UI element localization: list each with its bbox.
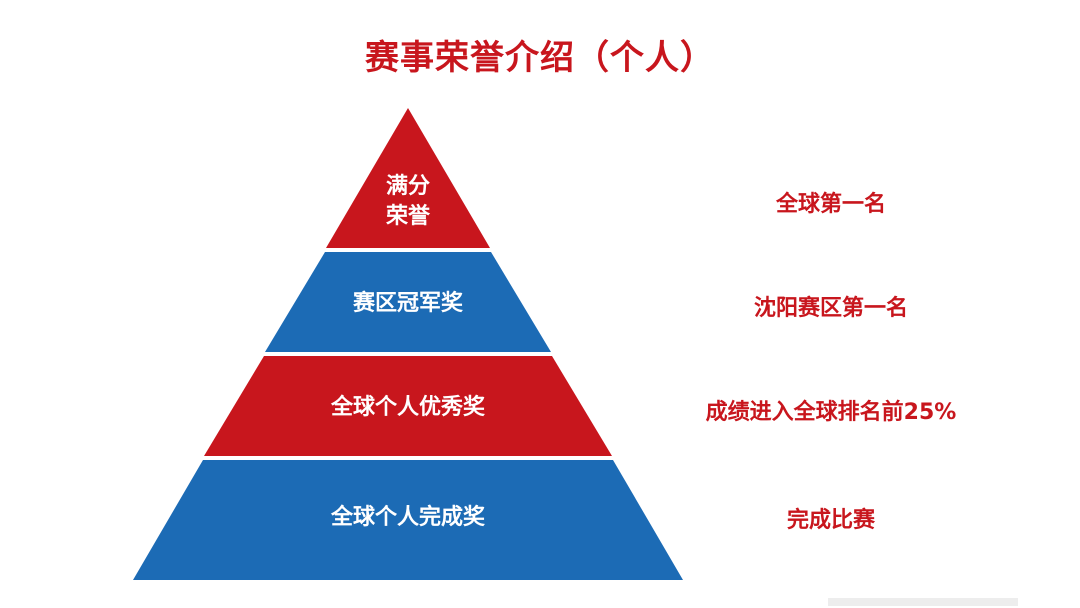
tier-3-description: 成绩进入全球排名前25% — [705, 400, 957, 425]
tier-1-label-line1: 满分 — [386, 174, 430, 199]
page-title: 赛事荣誉介绍（个人） — [365, 38, 715, 78]
tier-3-shape — [204, 356, 612, 456]
tier-3-label: 全球个人优秀奖 — [330, 394, 486, 420]
tier-2-description: 沈阳赛区第一名 — [753, 296, 908, 321]
tier-1-description: 全球第一名 — [775, 192, 886, 217]
tier-4-description: 完成比赛 — [786, 508, 875, 533]
tier-2-label: 赛区冠军奖 — [352, 290, 464, 316]
tier-2-shape — [265, 252, 551, 352]
tier-1-shape — [326, 108, 490, 248]
watermark — [828, 598, 1018, 606]
tier-1-label-line2: 荣誉 — [385, 203, 431, 229]
tier-4-shape — [133, 460, 683, 580]
tier-4-label: 全球个人完成奖 — [330, 504, 486, 530]
